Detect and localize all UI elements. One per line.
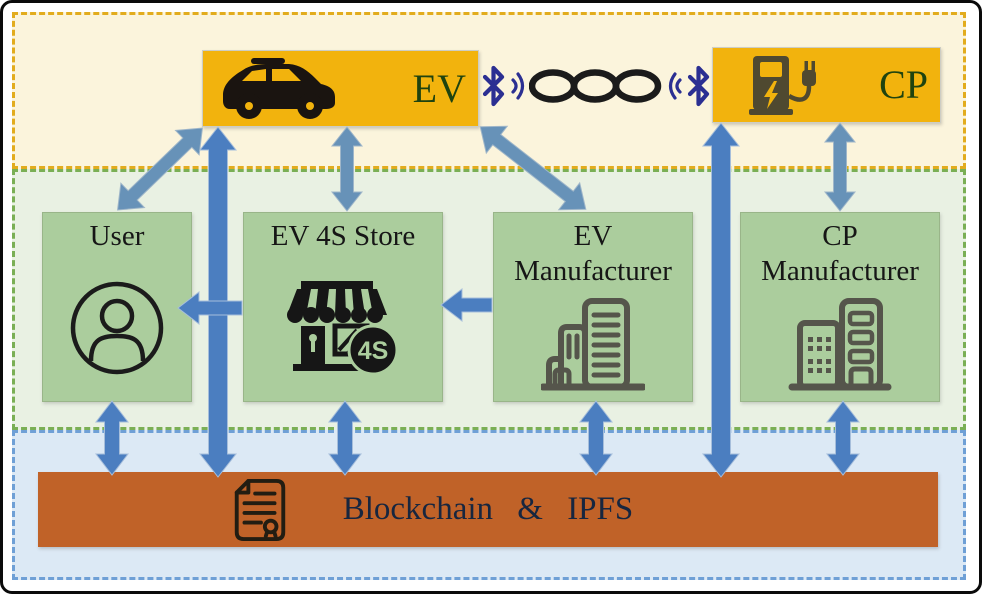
arrow-user-ev <box>116 127 204 211</box>
cp-manufacturer-box: CP Manufacturer <box>740 212 940 402</box>
ev-manufacturer-box: EV Manufacturer <box>493 212 693 402</box>
cp-box: CP <box>712 47 941 123</box>
ev-4s-store-title: EV 4S Store <box>270 220 416 252</box>
cp-label: CP <box>879 62 928 107</box>
ev-label: EV <box>412 65 466 111</box>
user-box-title: User <box>89 220 145 252</box>
bluetooth-icon <box>482 65 505 107</box>
store-4s-badge: 4S <box>358 337 389 365</box>
ev-4s-store-box: EV 4S Store 4S <box>243 212 443 402</box>
ev-manufacturer-title: EV Manufacturer <box>514 220 672 288</box>
chain-icon <box>529 69 662 103</box>
arrow-ev-evmanufacturer <box>479 125 587 211</box>
store-4s-icon: 4S <box>287 280 399 376</box>
arrow-ev-store <box>330 126 364 212</box>
arrow-store-user <box>177 290 243 326</box>
arrow-cp-cpmanufacturer <box>823 122 857 212</box>
blockchain-ipfs-label: Blockchain & IPFS <box>342 491 634 527</box>
arrow-cpmanufacturer-blockchain <box>825 400 861 476</box>
factory-icon <box>541 298 645 391</box>
arrow-user-blockchain <box>94 400 130 476</box>
blockchain-ipfs-bar: Blockchain & IPFS <box>38 472 938 547</box>
user-box: User <box>42 212 192 402</box>
arrow-store-blockchain <box>327 400 363 476</box>
ev-box: EV <box>202 50 479 127</box>
signal-waves-icon <box>510 72 524 100</box>
bluetooth-icon <box>687 65 710 107</box>
car-icon <box>223 57 335 119</box>
ev-cp-wireless-link <box>480 58 712 114</box>
charging-station-icon <box>749 56 816 115</box>
buildings-icon <box>788 298 892 391</box>
user-icon <box>70 281 164 374</box>
arrow-evmanufacturer-store <box>440 287 493 323</box>
arrow-cp-blockchain <box>701 122 741 478</box>
signal-waves-icon <box>668 72 682 100</box>
document-certificate-icon <box>234 478 286 542</box>
arrow-evmanufacturer-blockchain <box>578 400 614 476</box>
cp-manufacturer-title: CP Manufacturer <box>761 220 919 288</box>
